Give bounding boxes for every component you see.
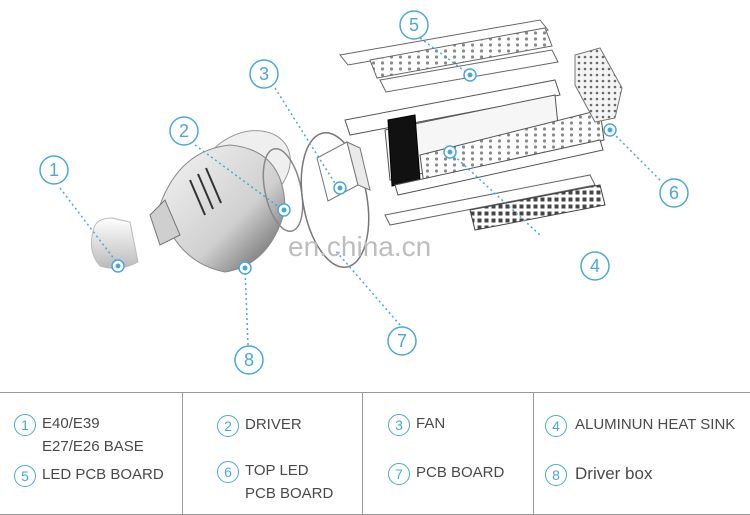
heat-sink-part — [344, 79, 605, 196]
callout-5: 5 — [399, 10, 429, 40]
led-pcb-strip-part — [339, 19, 559, 93]
bottom-led-strip-part — [384, 174, 606, 231]
callout-8: 8 — [234, 345, 264, 375]
legend-number: 3 — [388, 414, 410, 436]
svg-text:7: 7 — [397, 331, 407, 351]
svg-text:3: 3 — [259, 64, 269, 84]
exploded-diagram: en.china.cn 1 2 3 4 5 6 7 8 — [39, 10, 689, 375]
legend-divider — [362, 393, 363, 514]
callout-2: 2 — [169, 116, 199, 146]
parts-legend: 1 E40/E39 E27/E26 BASE 5 LED PCB BOARD 2… — [0, 392, 750, 515]
callout-4: 4 — [580, 251, 610, 281]
svg-text:1: 1 — [49, 160, 59, 180]
anchor-dots — [111, 68, 617, 275]
callout-numbers: 1 2 3 4 5 6 7 8 — [39, 10, 689, 375]
svg-text:6: 6 — [669, 183, 679, 203]
top-led-pcb-part — [574, 47, 623, 123]
callout-1: 1 — [39, 155, 69, 185]
callout-6: 6 — [659, 178, 689, 208]
legend-divider — [182, 393, 183, 514]
fan-part — [316, 141, 371, 202]
legend-divider — [533, 393, 534, 514]
callout-7: 7 — [387, 326, 417, 356]
watermark-text: en.china.cn — [288, 231, 431, 262]
legend-number: 8 — [545, 464, 567, 486]
callout-3: 3 — [249, 59, 279, 89]
legend-number: 5 — [14, 465, 36, 487]
svg-text:5: 5 — [409, 15, 419, 35]
legend-number: 6 — [217, 461, 239, 483]
legend-number: 4 — [545, 415, 567, 437]
svg-text:8: 8 — [244, 350, 254, 370]
leader-lines — [59, 37, 661, 346]
svg-text:4: 4 — [590, 256, 600, 276]
legend-number: 1 — [14, 414, 36, 436]
legend-number: 2 — [217, 415, 239, 437]
driver-box-part — [149, 130, 291, 273]
svg-text:2: 2 — [179, 121, 189, 141]
legend-number: 7 — [388, 463, 410, 485]
